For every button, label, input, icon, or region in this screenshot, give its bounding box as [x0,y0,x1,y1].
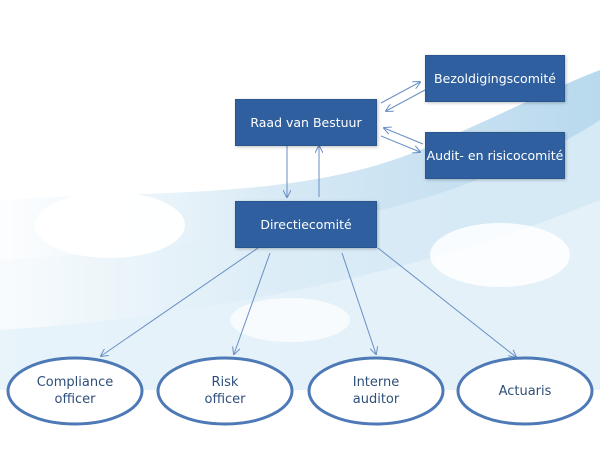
bezoldigingscomite-box: Bezoldigingscomité [425,55,565,102]
arrow-directie-to-actuaris [377,247,516,357]
arrow-directie-to-compliance [101,247,259,356]
arrow-raad-to-audit [380,135,420,152]
arrow-directie-to-interne [341,252,376,354]
interne-auditor-label: Interne auditor [321,371,431,411]
background-blob [230,298,350,342]
arrow-audit-to-raad [384,128,424,145]
audit-risicocomite-box: Audit- en risicocomité [425,132,565,179]
interne-auditor-line2: auditor [352,392,400,407]
compliance-officer-line2: officer [54,392,96,407]
background-blob [430,223,570,287]
directiecomite-label: Directiecomité [260,217,352,232]
risk-officer-line1: Risk [211,375,239,390]
arrow-raad-to-bezoldiging [380,82,420,104]
compliance-officer-label: Compliance officer [20,371,130,411]
raad-van-bestuur-label: Raad van Bestuur [250,115,362,130]
directiecomite-box: Directiecomité [235,201,377,248]
actuaris-line1: Actuaris [498,383,552,399]
risk-officer-label: Risk officer [170,371,280,411]
risk-officer-line2: officer [204,392,246,407]
audit-risicocomite-label: Audit- en risicocomité [426,148,564,163]
compliance-officer-line1: Compliance [36,375,114,390]
oval-interne-auditor [307,356,445,426]
actuaris-label: Actuaris [470,371,580,411]
bezoldigingscomite-label: Bezoldigingscomité [434,71,556,86]
background-wave-light [0,390,600,450]
arrow-directie-to-risk [234,252,271,354]
oval-actuaris [456,356,594,426]
interne-auditor-line1: Interne [352,375,400,390]
raad-van-bestuur-box: Raad van Bestuur [235,99,377,146]
arrow-bezoldiging-to-raad [386,89,426,111]
oval-risk-officer [156,356,294,426]
background-blob [35,192,185,258]
oval-compliance-officer [6,356,144,426]
